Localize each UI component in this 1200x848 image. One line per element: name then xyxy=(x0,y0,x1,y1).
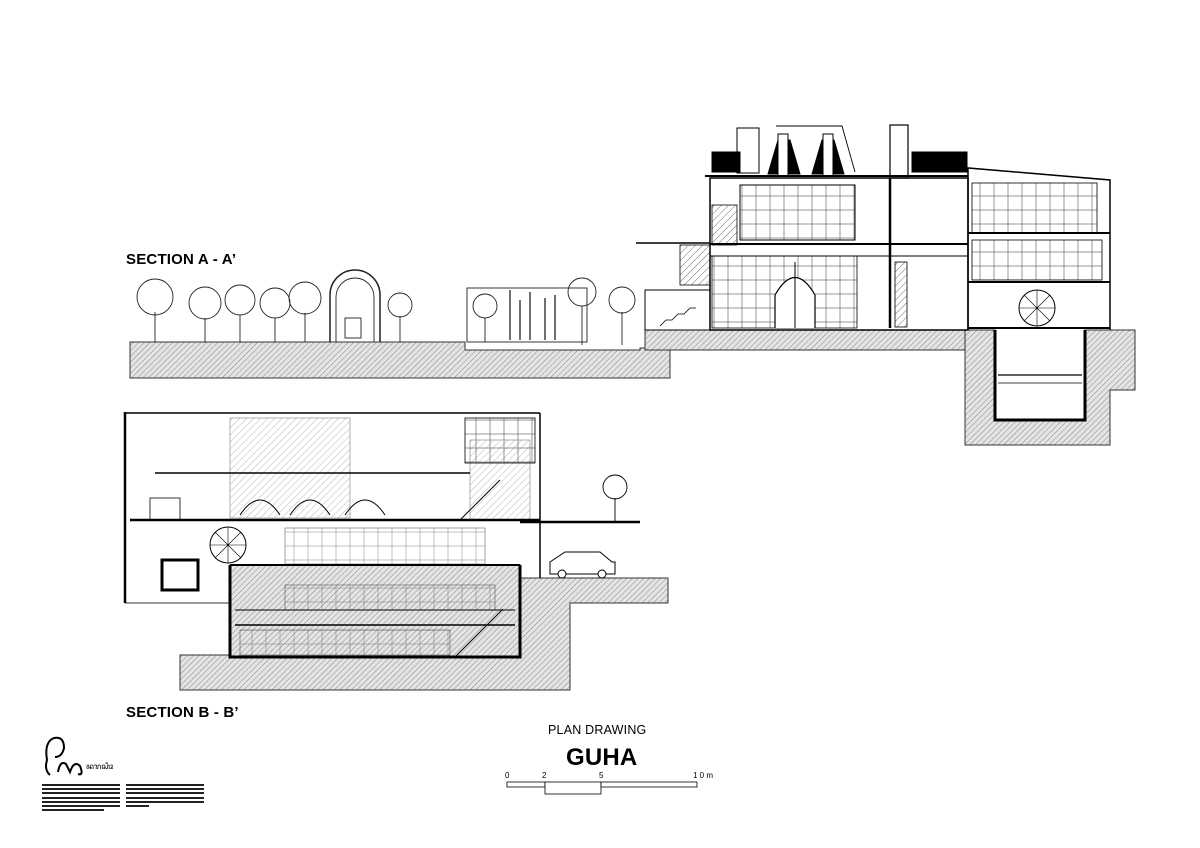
section-b-drawing xyxy=(123,412,669,691)
scale-tick-10m: 1 0 m xyxy=(693,771,714,780)
scale-tick-2: 2 xyxy=(542,771,547,780)
building-section-b xyxy=(123,412,640,658)
project-title: GUHA xyxy=(566,744,638,771)
disclaimer-text-left xyxy=(42,784,120,813)
scale-tick-5: 5 xyxy=(599,771,604,780)
ground-section-b xyxy=(125,558,669,691)
plan-drawing-subtitle: PLAN DRAWING xyxy=(548,723,647,737)
building-section-a xyxy=(636,124,1111,384)
logo-subtext: ꦤꦫꦱꦶꦴ xyxy=(86,762,114,771)
scale-bar xyxy=(506,781,698,795)
scale-tick-0: 0 xyxy=(505,771,510,780)
ground-section-a xyxy=(129,329,1136,446)
section-a-label: SECTION A - A’ xyxy=(126,251,237,268)
disclaimer-text-right xyxy=(126,784,204,809)
section-a-drawing xyxy=(129,124,1136,446)
trees-section-a xyxy=(136,269,636,345)
section-b-label: SECTION B - B’ xyxy=(126,704,239,721)
